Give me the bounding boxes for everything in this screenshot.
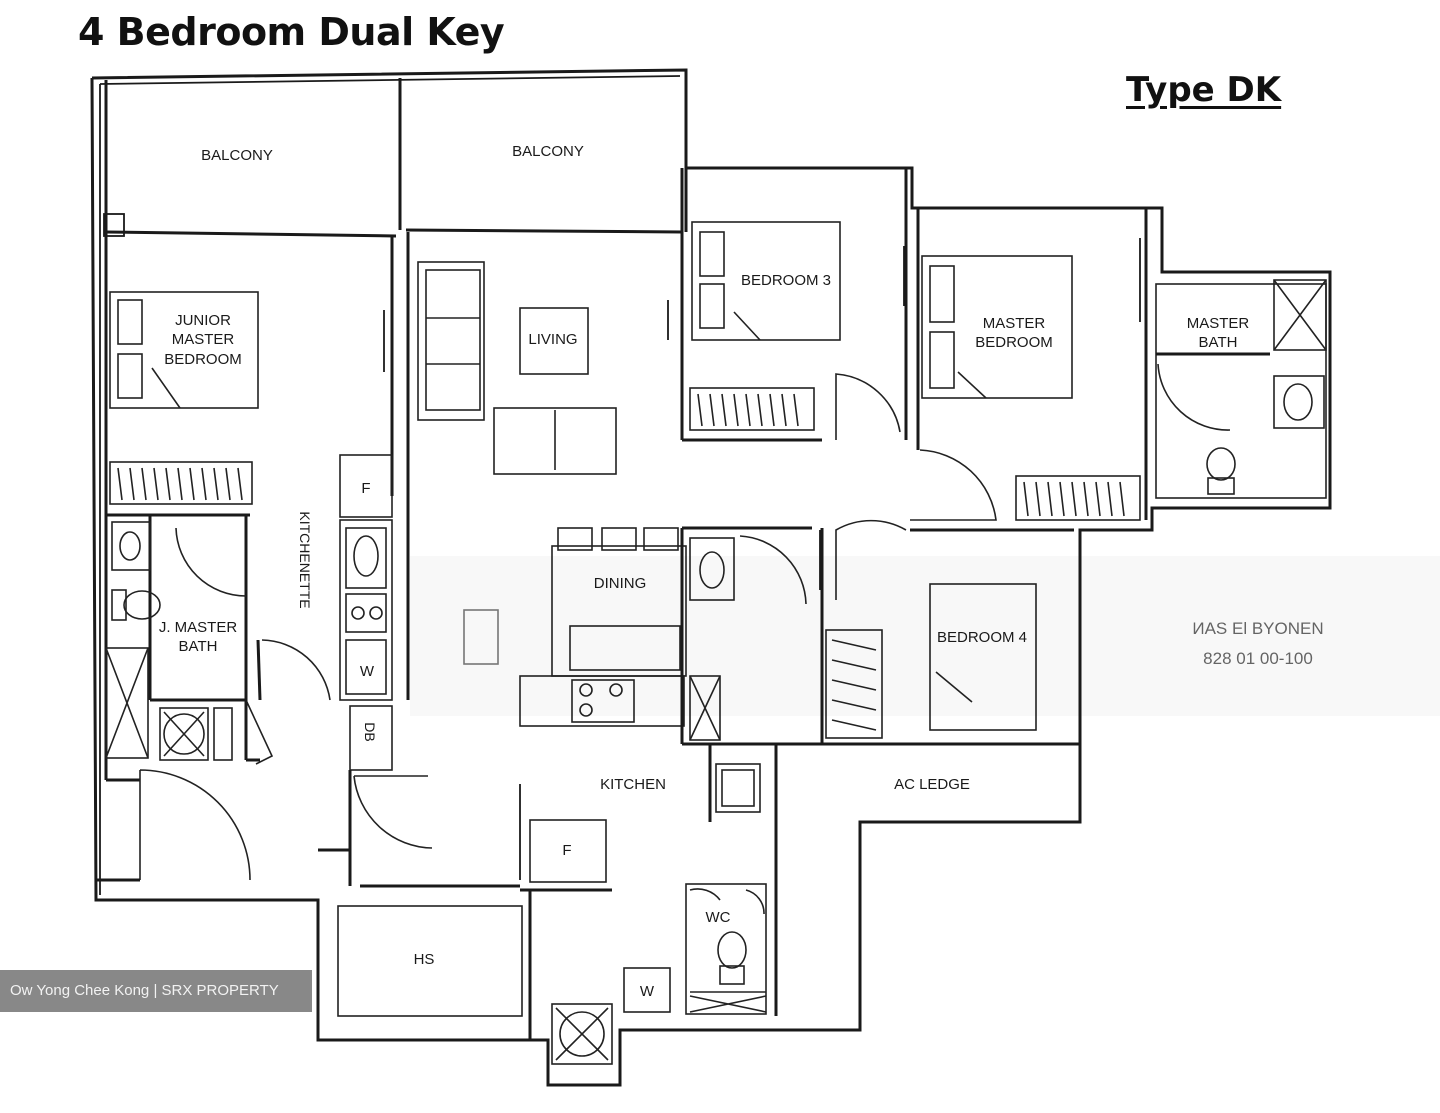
- kitchenette-label: KITCHENETTE: [297, 511, 313, 608]
- plan-title: 4 Bedroom Dual Key: [78, 10, 505, 54]
- master-bath-label-1: MASTER: [1187, 315, 1250, 332]
- junior-master-label-2: MASTER: [172, 331, 235, 348]
- wc-label: WC: [706, 909, 731, 926]
- master-bath-label-2: BATH: [1199, 334, 1238, 351]
- bedroom-3-label: BEDROOM 3: [741, 272, 831, 289]
- dining-area: [463, 527, 687, 727]
- hs-label: HS: [414, 951, 435, 968]
- living-label: LIVING: [528, 331, 577, 348]
- kitchen-label: KITCHEN: [600, 776, 666, 793]
- j-master-bath-label-2: BATH: [179, 638, 218, 655]
- junior-wardrobe: [109, 461, 253, 505]
- wc-fixtures: [685, 883, 767, 1015]
- kitchen-washer-label: W: [640, 983, 655, 1000]
- junior-master-label-3: BEDROOM: [164, 351, 242, 368]
- master-bath-fixtures: [1155, 279, 1327, 499]
- blurred-band: [410, 556, 1440, 716]
- junior-master-walls: [104, 232, 410, 780]
- junior-bed: [109, 291, 259, 409]
- bedroom-3-walls: [680, 168, 908, 442]
- kitchenette-washer-label: W: [360, 663, 375, 680]
- dining-label: DINING: [594, 575, 647, 592]
- main-door: [318, 770, 520, 888]
- master-bedroom-label-1: MASTER: [983, 315, 1046, 332]
- master-bedroom-label-2: BEDROOM: [975, 334, 1053, 351]
- bedroom-4-walls: [680, 519, 1080, 746]
- outer-walls: [90, 68, 1332, 1087]
- ac-unit-left: [159, 699, 274, 765]
- junior-master-label-1: JUNIOR: [175, 312, 231, 329]
- balcony-walls: [103, 70, 688, 238]
- kitchen-walls: [519, 744, 778, 1065]
- balcony-right-label: BALCONY: [512, 143, 584, 160]
- living-furniture: [417, 261, 669, 475]
- master-bedroom-walls: [903, 208, 1148, 521]
- blurred-text-line-2: 828 01 00-100: [1203, 649, 1313, 668]
- kitchenette-fixtures: [339, 454, 393, 771]
- hs-walls: [337, 905, 523, 1017]
- j-master-bath-label-1: J. MASTER: [159, 619, 238, 636]
- j-master-bath-fixtures: [105, 521, 247, 759]
- unit-type-label: Type DK: [1126, 70, 1282, 110]
- bedroom-4-label: BEDROOM 4: [937, 629, 1027, 646]
- entrance-doors: [96, 639, 331, 882]
- balcony-left-label: BALCONY: [201, 147, 273, 164]
- watermark: Ow Yong Chee Kong | SRX PROPERTY: [0, 970, 312, 1012]
- db-label: DB: [362, 722, 378, 741]
- kitchenette-fridge-label: F: [361, 480, 370, 497]
- blurred-text-line-1: ИAS El BYONEN: [1192, 619, 1323, 638]
- kitchen-fridge-label: F: [562, 842, 571, 859]
- ac-ledge-label: AC LEDGE: [894, 776, 970, 793]
